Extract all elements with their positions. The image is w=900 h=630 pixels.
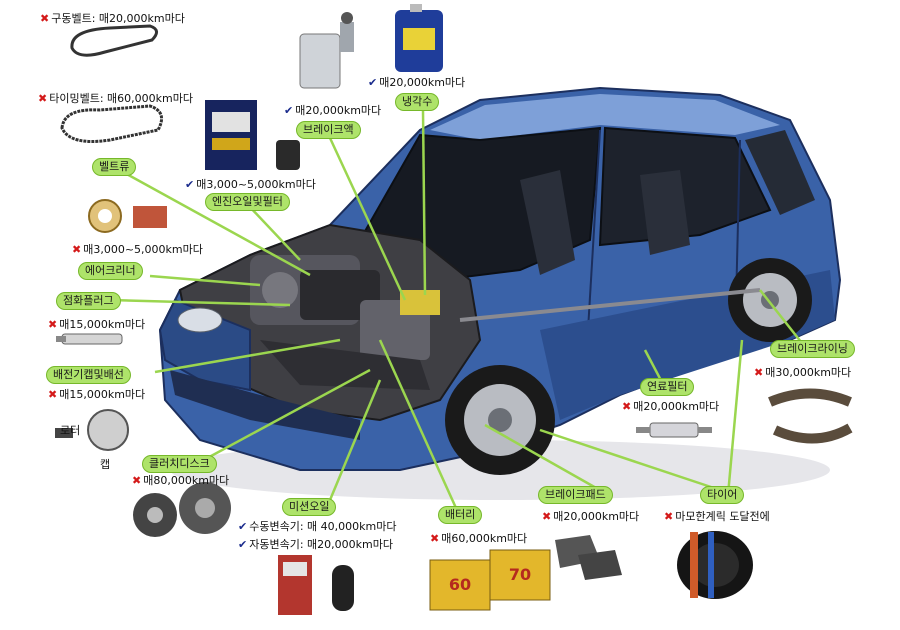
tag-battery: 배터리 bbox=[438, 506, 483, 524]
manual-transmission-interval: ✔수동변속기: 매 40,000km마다 bbox=[238, 520, 397, 533]
tag-brake-fluid: 브레이크액 bbox=[296, 121, 361, 139]
drive-belt-image bbox=[70, 24, 158, 57]
x-icon: ✖ bbox=[542, 510, 552, 523]
brake-lining-image bbox=[768, 388, 853, 444]
battery-70-label: 70 bbox=[509, 565, 531, 584]
spark-plug-interval: ✖매15,000km마다 bbox=[48, 318, 146, 331]
x-icon: ✖ bbox=[48, 388, 58, 401]
check-icon: ✔ bbox=[284, 104, 294, 117]
tag-brake-lining: 브레이크라이닝 bbox=[770, 340, 855, 358]
coolant-interval: ✔매20,000km마다 bbox=[368, 76, 466, 89]
x-icon: ✖ bbox=[40, 12, 50, 25]
fuel-filter-interval: ✖매20,000km마다 bbox=[622, 400, 720, 413]
tag-spark-plug: 점화플러그 bbox=[56, 292, 121, 310]
x-icon: ✖ bbox=[430, 532, 440, 545]
cap-label: 캡 bbox=[100, 458, 111, 471]
drive-belt-interval: ✖구동벨트: 매20,000km마다 bbox=[40, 12, 185, 25]
leader-lines bbox=[109, 110, 806, 509]
x-icon: ✖ bbox=[48, 318, 58, 331]
air-filter-image bbox=[88, 199, 167, 233]
x-icon: ✖ bbox=[132, 474, 142, 487]
tag-coolant: 냉각수 bbox=[395, 93, 440, 111]
battery-image: 60 70 bbox=[429, 549, 551, 611]
x-icon: ✖ bbox=[72, 243, 82, 256]
check-icon: ✔ bbox=[185, 178, 195, 191]
battery-interval: ✖매60,000km마다 bbox=[430, 532, 528, 545]
fuel-filter-image bbox=[636, 422, 712, 438]
clutch-interval: ✖매80,000km마다 bbox=[132, 474, 230, 487]
rotor-label: 로터 bbox=[60, 424, 81, 437]
x-icon: ✖ bbox=[38, 92, 48, 105]
brake-pad-interval: ✖매20,000km마다 bbox=[542, 510, 640, 523]
tag-belt: 벨트류 bbox=[92, 158, 137, 176]
check-icon: ✔ bbox=[238, 538, 248, 551]
distributor-image bbox=[55, 409, 129, 451]
brake-fluid-machine-image bbox=[299, 12, 354, 89]
tag-tire: 타이어 bbox=[700, 486, 745, 504]
timing-belt-image bbox=[60, 104, 164, 143]
tag-clutch: 클러치디스크 bbox=[142, 455, 217, 473]
tag-engine-oil: 엔진오일및필터 bbox=[205, 193, 290, 211]
engine-oil-interval: ✔매3,000~5,000km마다 bbox=[185, 178, 316, 191]
tag-fuel-filter: 연료필터 bbox=[640, 378, 695, 396]
distributor-interval: ✖매15,000km마다 bbox=[48, 388, 146, 401]
tire-interval: ✖마모한계릭 도달전에 bbox=[664, 510, 770, 523]
part-images: 60 70 bbox=[55, 4, 853, 615]
check-icon: ✔ bbox=[368, 76, 378, 89]
spark-plug-image bbox=[56, 333, 123, 345]
clutch-disc-image bbox=[133, 482, 231, 537]
x-icon: ✖ bbox=[622, 400, 632, 413]
x-icon: ✖ bbox=[664, 510, 674, 523]
timing-belt-interval: ✖타이밍벨트: 매60,000km마다 bbox=[38, 92, 193, 105]
brake-lining-interval: ✖매30,000km마다 bbox=[754, 366, 852, 379]
brake-pad-image bbox=[555, 535, 622, 580]
transmission-oil-machine-image bbox=[278, 555, 354, 615]
car-illustration bbox=[158, 86, 842, 500]
tag-transmission-oil: 미션오일 bbox=[282, 498, 337, 516]
air-cleaner-interval: ✖매3,000~5,000km마다 bbox=[72, 243, 203, 256]
check-icon: ✔ bbox=[238, 520, 248, 533]
battery-60-label: 60 bbox=[449, 575, 471, 594]
tag-brake-pad: 브레이크패드 bbox=[538, 486, 613, 504]
tag-air-cleaner: 에어크리너 bbox=[78, 262, 143, 280]
tag-distributor: 배전기캡및배선 bbox=[46, 366, 131, 384]
engine-oil-image bbox=[205, 100, 300, 170]
x-icon: ✖ bbox=[754, 366, 764, 379]
coolant-can-image bbox=[395, 4, 443, 72]
tire-image bbox=[677, 531, 753, 599]
auto-transmission-interval: ✔자동변속기: 매20,000km마다 bbox=[238, 538, 393, 551]
brake-fluid-interval: ✔매20,000km마다 bbox=[284, 104, 382, 117]
